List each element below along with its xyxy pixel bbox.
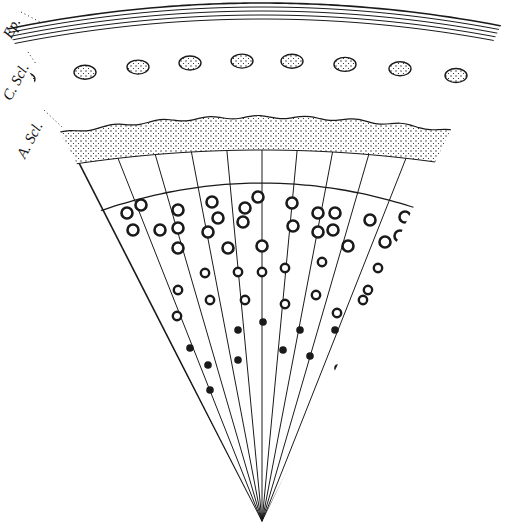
medullary-ray (0, 0, 262, 522)
vessel (155, 225, 166, 236)
medullary-ray (131, 0, 262, 522)
vessel (213, 213, 224, 224)
vessel (234, 268, 242, 276)
vessel (173, 243, 184, 254)
vessel (287, 198, 298, 209)
vessel (241, 296, 249, 304)
vessel (365, 215, 376, 226)
vessel (330, 208, 341, 219)
sclerenchyma-strand (179, 56, 201, 70)
leader-line (28, 52, 36, 64)
vessel (234, 326, 242, 334)
vessel (136, 200, 147, 211)
medullary-ray (262, 0, 263, 522)
medullary-ray (67, 0, 262, 522)
vessel (359, 296, 367, 304)
vessel (333, 309, 341, 317)
vessel (296, 326, 304, 334)
sclerenchyma-band (0, 116, 505, 182)
vessel (281, 300, 289, 308)
vessel (240, 203, 251, 214)
vessel (186, 344, 194, 352)
vessel (173, 223, 184, 234)
vessel (207, 197, 218, 208)
vessel (173, 312, 181, 320)
vessel (128, 225, 139, 236)
vessel (364, 286, 372, 294)
sclerenchyma-strand (127, 60, 149, 74)
medullary-ray (262, 0, 505, 522)
vessel (203, 227, 214, 238)
sclerenchyma-strand (281, 54, 303, 68)
part-label: A. Scl. (14, 119, 45, 160)
epidermis-line (0, 15, 505, 47)
vessel (279, 346, 287, 354)
vessel (174, 286, 182, 294)
medullary-ray (262, 0, 505, 522)
cambium-arc (0, 183, 505, 267)
medullary-ray (4, 0, 262, 522)
vessel (234, 356, 242, 364)
vessel (400, 212, 411, 223)
epidermis-line (0, 7, 505, 39)
vessel (380, 237, 391, 248)
vessel (312, 291, 320, 299)
vessel (173, 205, 184, 216)
vessel (334, 364, 342, 372)
vessel (318, 258, 326, 266)
leader-line (21, 12, 40, 22)
vessel (206, 296, 214, 304)
vessel (204, 361, 212, 369)
vessel (395, 231, 406, 242)
sclerenchyma-strand (74, 65, 96, 79)
vessel (253, 192, 264, 203)
vessel (306, 352, 314, 360)
vessel (259, 318, 267, 326)
vessel (238, 217, 249, 228)
vessel (258, 268, 266, 276)
vessel (223, 243, 234, 254)
sclerenchyma-strand (231, 54, 253, 68)
medullary-ray (196, 0, 262, 522)
leader-line (44, 110, 62, 127)
epidermis-line (0, 11, 505, 43)
vessel (122, 208, 133, 219)
band-edge (0, 150, 505, 182)
vessel (328, 225, 339, 236)
vessel (206, 386, 214, 394)
vessel (313, 208, 324, 219)
medullary-ray (262, 0, 393, 522)
part-label: Ep. (1, 15, 24, 40)
epidermis-line (0, 19, 505, 51)
part-label: C. Scl. (0, 61, 32, 103)
vessel (343, 241, 354, 252)
band-edge (0, 116, 505, 149)
vessel (281, 264, 289, 272)
sclerenchyma-strand (334, 57, 356, 71)
vessel (374, 264, 382, 272)
vessel (257, 241, 268, 252)
vessel (288, 221, 299, 232)
vessel (331, 326, 339, 334)
vessel (313, 227, 324, 238)
sclerenchyma-strand (445, 69, 467, 83)
vessel (201, 269, 209, 277)
sclerenchyma-strand (389, 62, 411, 76)
medullary-ray (262, 0, 457, 522)
medullary-ray (262, 0, 328, 522)
